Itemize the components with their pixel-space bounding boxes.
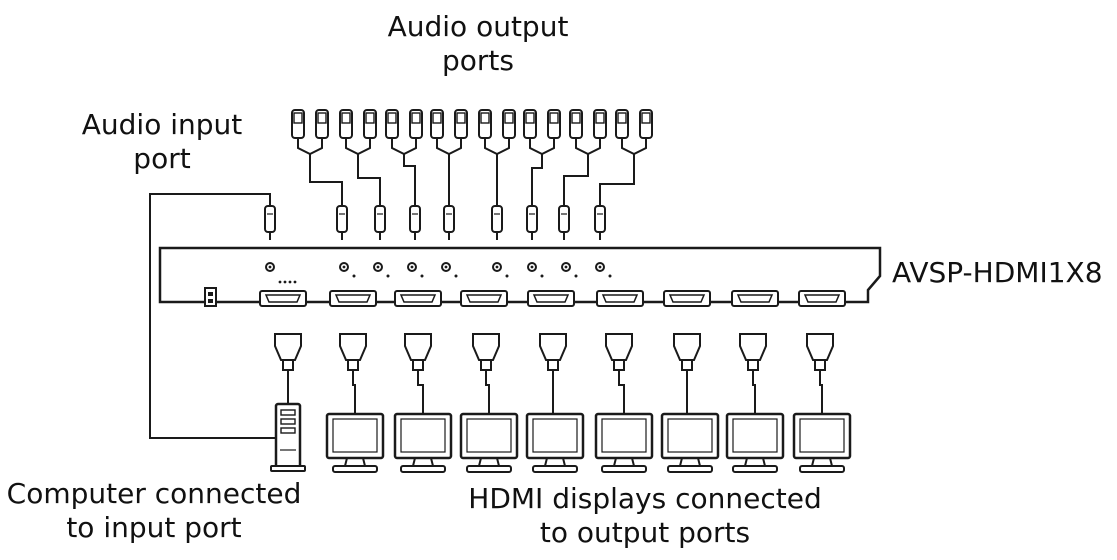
monitor-icon (660, 412, 720, 474)
audio-output-cables (291, 109, 653, 241)
hdmi-port-icon (527, 290, 575, 307)
audio-input-cable (149, 193, 278, 439)
monitor-icon (393, 412, 453, 474)
audio-plug-icon (478, 109, 516, 155)
displays-label-line1: HDMI displays connected (468, 482, 822, 515)
switch-device-panel (158, 246, 882, 307)
hdmi-plug-icon (339, 333, 367, 371)
audio-plug-icon (569, 109, 607, 155)
hdmi-port-icon (460, 290, 508, 307)
hdmi-cables (274, 333, 834, 414)
hdmi-port-icon (663, 290, 711, 307)
monitor-icon (725, 412, 785, 474)
led-icon (339, 262, 349, 272)
computer-label-line2: to input port (66, 511, 242, 544)
audio-input-label: Audio input port (76, 108, 248, 176)
led-icon (492, 262, 502, 272)
led-icon (561, 262, 571, 272)
hdmi-plug-icon (472, 333, 500, 371)
hdmi-port-icon (596, 290, 644, 307)
audio-plug-icon (615, 109, 653, 155)
audio-plug-icon (558, 205, 570, 241)
audio-plug-icon (336, 205, 348, 241)
hdmi-plug-icon (605, 333, 633, 371)
audio-plug-icon (491, 205, 503, 241)
displays-label-line2: to output ports (539, 516, 751, 549)
monitor-icon (459, 412, 519, 474)
hdmi-port-icon (329, 290, 377, 307)
hdmi-port-icon (798, 290, 846, 307)
audio-plug-icon (374, 205, 386, 241)
displays-label: HDMI displays connected to output ports (460, 482, 830, 550)
audio-plug-icon (291, 109, 329, 155)
audio-output-label: Audio output ports (380, 10, 576, 78)
hdmi-port-icon (394, 290, 442, 307)
audio-plug-icon (264, 205, 276, 241)
audio-plug-icon (385, 109, 423, 155)
led-icon (407, 262, 417, 272)
power-connector-icon (204, 287, 217, 307)
hdmi-plug-icon (404, 333, 432, 371)
audio-plug-icon (526, 205, 538, 241)
hdmi-plug-icon (806, 333, 834, 371)
audio-plug-icon (430, 109, 468, 155)
audio-output-label-line2: ports (442, 44, 514, 77)
hdmi-plug-icon (539, 333, 567, 371)
hdmi-port-icon (731, 290, 779, 307)
audio-input-label-line2: port (133, 142, 191, 175)
audio-plug-icon (594, 205, 606, 241)
monitor-icon (594, 412, 654, 474)
led-icon (265, 262, 275, 272)
computer-label: Computer connected to input port (6, 477, 302, 545)
led-icon (373, 262, 383, 272)
monitor-icon (325, 412, 385, 474)
monitor-icon (525, 412, 585, 474)
computer-tower-icon (270, 402, 306, 472)
audio-output-label-line1: Audio output (387, 10, 569, 43)
led-icon (595, 262, 605, 272)
audio-input-label-line1: Audio input (81, 108, 243, 141)
led-icon (441, 262, 451, 272)
audio-plug-icon (339, 109, 377, 155)
monitor-icon (792, 412, 852, 474)
audio-plug-icon (443, 205, 455, 241)
led-icon (527, 262, 537, 272)
computer-label-line1: Computer connected (6, 477, 302, 510)
hdmi-plug-icon (739, 333, 767, 371)
hdmi-port-icon (259, 290, 307, 307)
device-model-label: AVSP-HDMI1X8 (892, 256, 1103, 289)
hdmi-plug-icon (673, 333, 701, 371)
audio-plug-icon (523, 109, 561, 155)
hdmi-plug-icon (274, 333, 302, 371)
audio-plug-icon (409, 205, 421, 241)
hdmi-displays (325, 412, 852, 474)
